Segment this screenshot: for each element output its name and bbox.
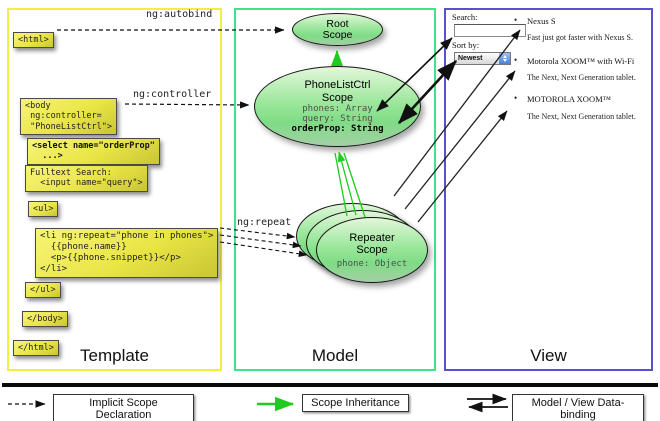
code-box-fulltext-search: Fulltext Search: <input name="query"> <box>25 164 148 192</box>
phonelistctrl-prop-phones: phones: Array <box>302 104 373 114</box>
search-label: Search: <box>452 12 478 22</box>
phonelistctrl-prop-orderprop: orderProp: String <box>291 124 384 134</box>
repeater-scope-ellipse: Repeater Scope phone: Object <box>316 217 428 283</box>
list-item-title: Motorola XOOM™ with Wi-Fi <box>527 56 635 66</box>
dropdown-stepper-icon <box>499 53 510 64</box>
list-item-desc: Fast just got faster with Nexus S. <box>527 33 633 42</box>
phonelistctrl-scope-title: PhoneListCtrl Scope <box>304 79 371 104</box>
legend-databinding: Model / View Data-binding <box>512 394 644 421</box>
code-box-body-open: <body ng:controller= "PhoneListCtrl"> <box>20 97 117 135</box>
list-item-title: Nexus S <box>527 16 556 26</box>
code-box-body-close: </body> <box>22 310 68 327</box>
legend-implicit-scope: Implicit Scope Declaration <box>53 394 194 421</box>
repeater-prop-phone: phone: Object <box>336 258 408 269</box>
bullet-icon: • <box>514 15 518 25</box>
sort-dropdown-value: Newest <box>458 55 483 62</box>
code-box-ul-open: <ul> <box>28 200 59 217</box>
root-scope-ellipse: Root Scope <box>292 13 383 46</box>
ng-repeat-label: ng:repeat <box>237 217 292 228</box>
template-column-label: Template <box>80 346 149 365</box>
code-box-select: <select name="orderProp" ...> <box>27 137 160 165</box>
sort-dropdown[interactable]: Newest <box>454 52 511 65</box>
code-box-html-close: </html> <box>13 339 59 356</box>
search-input[interactable] <box>454 24 526 37</box>
model-column: Model <box>234 8 436 371</box>
legend-separator <box>2 383 658 387</box>
legend-scope-inheritance: Scope Inheritance <box>302 394 409 412</box>
ng-controller-label: ng:controller <box>133 89 212 100</box>
code-box-li-repeat: <li ng:repeat="phone in phones"> {{phone… <box>35 228 219 278</box>
list-item-desc: The Next, Next Generation tablet. <box>527 73 636 82</box>
sort-by-label: Sort by: <box>452 40 480 50</box>
phonelistctrl-prop-query: query: String <box>302 114 373 124</box>
model-column-label: Model <box>311 346 359 365</box>
phonelistctrl-scope-ellipse: PhoneListCtrl Scope phones: Array query:… <box>254 66 421 147</box>
list-item-desc: The Next, Next Generation tablet. <box>527 112 636 121</box>
list-item-title: MOTOROLA XOOM™ <box>527 94 611 104</box>
ng-autobind-label: ng:autobind <box>146 9 213 20</box>
code-box-html-open: <html> <box>13 31 54 48</box>
view-column-label: View <box>530 346 567 365</box>
bullet-icon: • <box>514 55 518 65</box>
code-box-ul-close: </ul> <box>25 281 61 298</box>
root-scope-title: Root Scope <box>322 17 353 41</box>
repeater-scope-title: Repeater Scope <box>349 231 395 257</box>
bullet-icon: • <box>514 93 518 103</box>
